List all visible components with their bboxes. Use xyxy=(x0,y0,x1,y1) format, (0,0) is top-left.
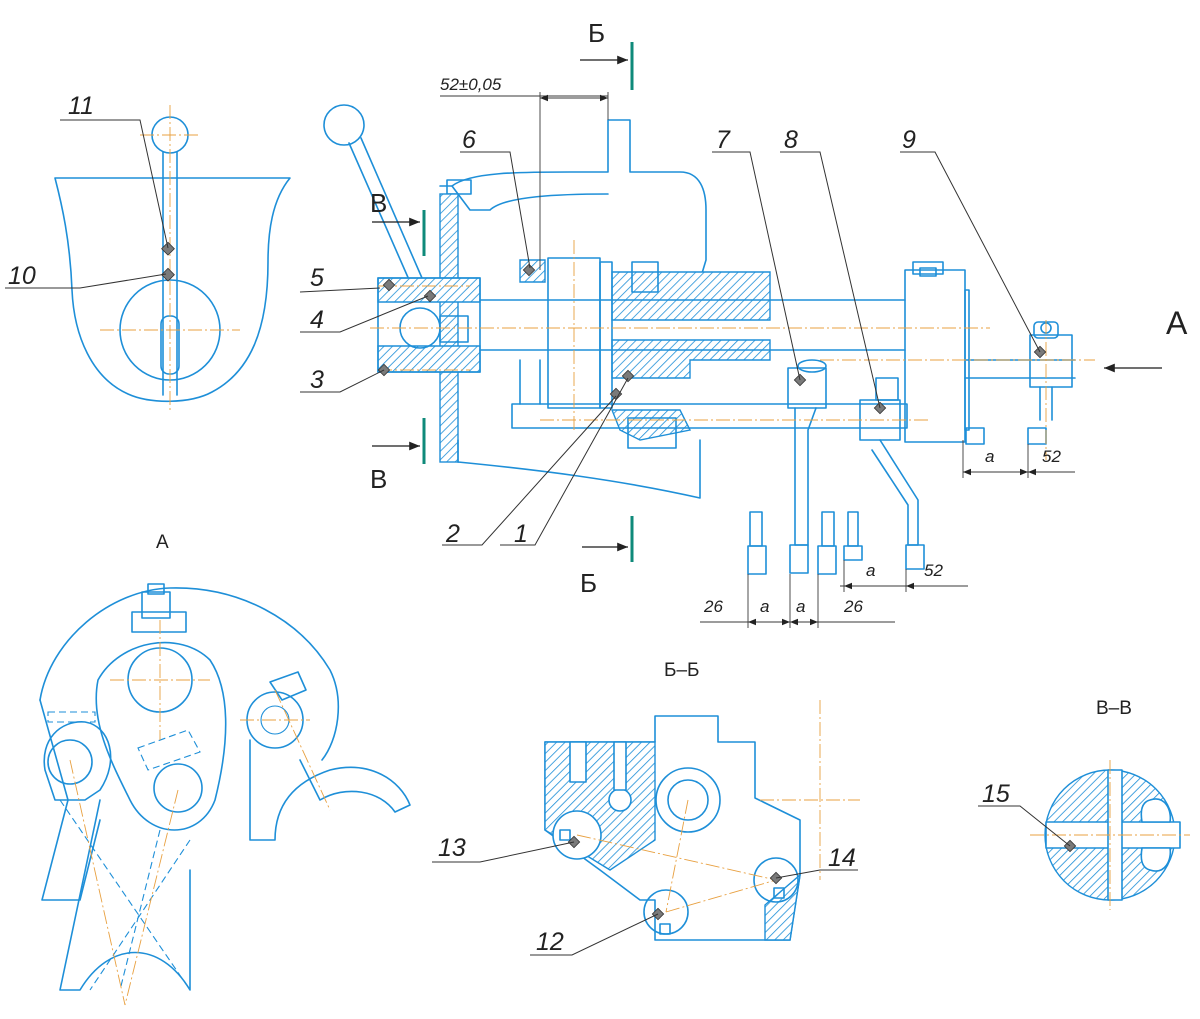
dimension-bottom-a-2: a xyxy=(796,597,805,616)
callout-7: 7 xyxy=(716,126,731,154)
section-bb-drawing xyxy=(432,700,860,956)
callout-14: 14 xyxy=(828,844,856,872)
section-b-top-label: Б xyxy=(588,18,605,48)
callout-6: 6 xyxy=(462,126,476,154)
callout-13: 13 xyxy=(438,834,466,862)
labels: Б Б В В А А Б–Б В–В 52±0,05 a 52 a 52 26… xyxy=(8,18,1188,956)
section-vv-title: В–В xyxy=(1096,698,1132,719)
callout-15: 15 xyxy=(982,780,1010,808)
callout-4: 4 xyxy=(310,306,324,334)
section-v-top-label: В xyxy=(370,188,387,218)
dimension-top-offset: 52±0,05 xyxy=(440,75,502,94)
dimension-right xyxy=(962,440,1075,478)
callout-2: 2 xyxy=(445,520,460,548)
view-a-title: А xyxy=(156,532,169,553)
view-a-drawing xyxy=(39,583,411,1006)
section-vv-drawing xyxy=(978,760,1190,910)
callout-1: 1 xyxy=(514,520,528,548)
callout-11: 11 xyxy=(68,92,94,120)
lever-side-view xyxy=(5,105,291,410)
callout-9: 9 xyxy=(902,126,916,154)
callout-10: 10 xyxy=(8,262,36,290)
main-assembly-view xyxy=(299,104,1095,575)
dimension-52-top xyxy=(440,92,609,270)
dimension-bottom-26-right: 26 xyxy=(843,597,863,616)
dimension-bottom-26-left: 26 xyxy=(703,597,723,616)
dimension-bottom xyxy=(700,560,968,628)
section-markers xyxy=(372,42,1162,562)
section-b-bottom-label: Б xyxy=(580,568,597,598)
callout-5: 5 xyxy=(310,264,324,292)
dimension-right-a: a xyxy=(985,447,994,466)
dimension-lower-52: 52 xyxy=(924,561,943,580)
callout-3: 3 xyxy=(310,366,324,394)
dimension-lower-a: a xyxy=(866,561,875,580)
dimension-right-52: 52 xyxy=(1042,447,1061,466)
section-bb-title: Б–Б xyxy=(664,660,700,681)
section-v-bottom-label: В xyxy=(370,464,387,494)
view-a-arrow-label: А xyxy=(1166,305,1188,341)
dimension-bottom-a-1: a xyxy=(760,597,769,616)
callout-12: 12 xyxy=(536,928,564,956)
callout-8: 8 xyxy=(784,126,798,154)
